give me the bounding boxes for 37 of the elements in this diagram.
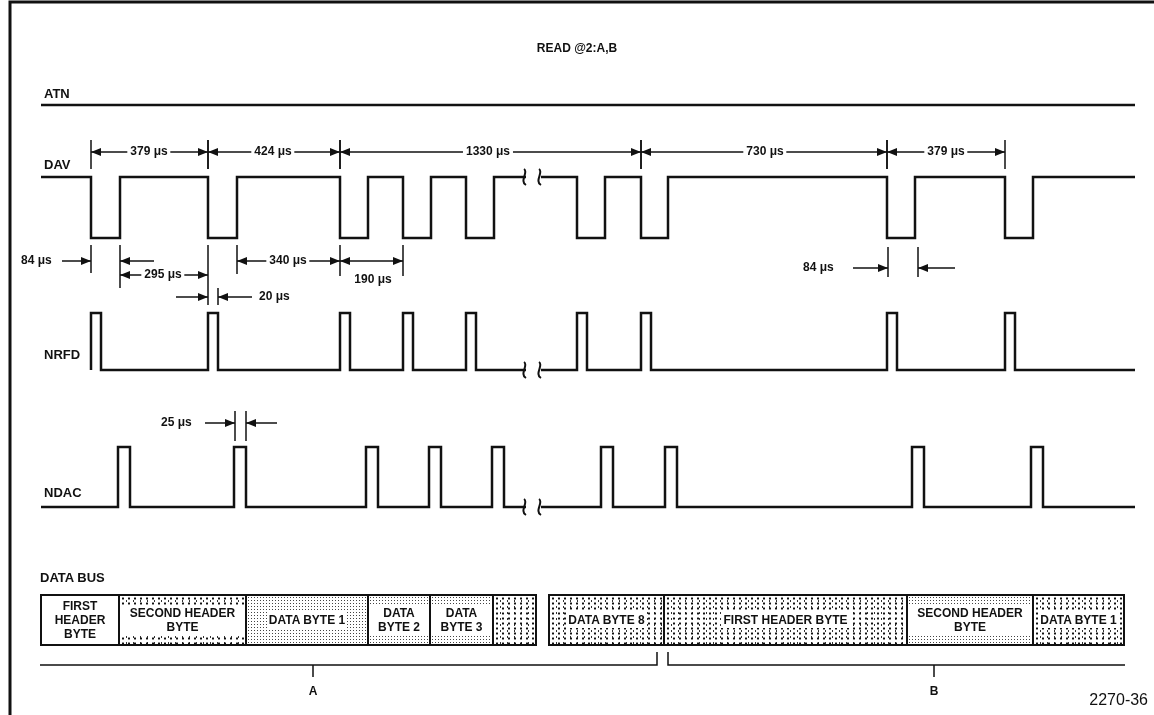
- dimension-label: 1330 μs: [463, 144, 513, 159]
- field-label: DATA BYTE 8: [566, 612, 647, 628]
- dimension-label: 84 μs: [800, 260, 837, 275]
- field-label: DATA BYTE 1: [266, 612, 348, 628]
- data-byte-field: [548, 594, 665, 646]
- signal-name: ATN: [44, 86, 70, 101]
- data-byte-field: [906, 594, 1034, 646]
- signal-name: DATA BUS: [40, 570, 105, 585]
- dimension-label: 379 μs: [924, 144, 968, 159]
- field-label: DATA BYTE 2: [369, 605, 429, 635]
- dimension-label: 295 μs: [141, 267, 185, 282]
- figure-number: 2270-36: [1089, 692, 1148, 707]
- data-byte-field: [1032, 594, 1125, 646]
- dimension-label: 340 μs: [266, 253, 310, 268]
- signal-name: DAV: [44, 157, 71, 172]
- data-byte-field: [429, 594, 494, 646]
- field-label: FIRST HEADER BYTE: [721, 612, 850, 628]
- dimension-label: 20 μs: [256, 289, 293, 304]
- diagram-title: READ @2:A,B: [536, 41, 618, 56]
- field-label: SECOND HEADER BYTE: [908, 605, 1032, 635]
- data-byte-field: [245, 594, 369, 646]
- dimension-label: 730 μs: [743, 144, 787, 159]
- bracket-label: B: [929, 684, 939, 699]
- field-label: DATA BYTE 1: [1038, 612, 1119, 628]
- signal-name: NRFD: [44, 347, 81, 362]
- signal-name: NDAC: [44, 485, 82, 500]
- field-label: DATA BYTE 3: [431, 605, 492, 635]
- data-field: [492, 594, 537, 646]
- dimension-label: 25 μs: [158, 415, 195, 430]
- dimension-label: 379 μs: [127, 144, 171, 159]
- dimension-label: 424 μs: [251, 144, 295, 159]
- bracket-label: A: [308, 684, 318, 699]
- data-byte-field: [118, 594, 247, 646]
- dimension-label: 84 μs: [18, 253, 55, 268]
- data-byte-field: [663, 594, 908, 646]
- data-byte-field: [367, 594, 431, 646]
- field-label: SECOND HEADER BYTE: [120, 605, 245, 635]
